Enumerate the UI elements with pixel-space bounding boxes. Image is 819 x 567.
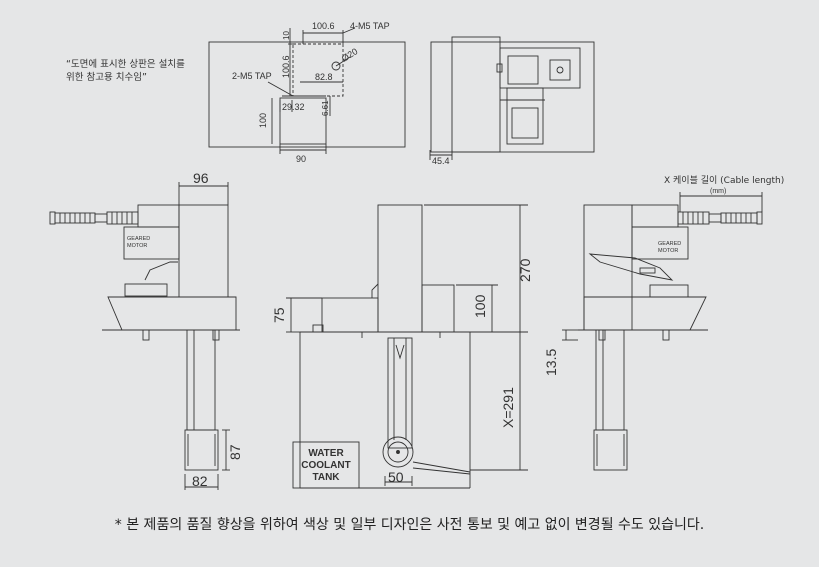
- top-view-drawing: [429, 36, 595, 160]
- dim-270: 270: [517, 258, 533, 282]
- cable-unit-label: (mm): [710, 188, 726, 195]
- dim-100-6-top: 100.6: [312, 21, 335, 31]
- dim-75: 75: [271, 307, 287, 323]
- left-motor-top: [137, 204, 180, 228]
- dim-phi20: Ø20: [340, 46, 360, 63]
- left-motor-label-2: MOTOR: [127, 243, 147, 249]
- dim-82-8: 82.8: [315, 72, 333, 82]
- left-side-view: [49, 182, 240, 490]
- center-cutout: [279, 97, 327, 145]
- dim-82: 82: [192, 473, 208, 489]
- dim-x-291: X=291: [500, 387, 516, 428]
- cable-length-label: X 케이블 길이 (Cable length): [664, 175, 784, 186]
- tank-label-2: COOLANT: [301, 460, 350, 471]
- left-column: [186, 329, 216, 431]
- tap-2m5-label: 2-M5 TAP: [232, 71, 272, 81]
- dim-90: 90: [296, 154, 306, 164]
- grinding-wheel: [382, 436, 414, 468]
- dim-100-6-side: 100.6: [281, 55, 291, 78]
- tap-4m5-label: 4-M5 TAP: [350, 21, 390, 31]
- tank-label-3: TANK: [312, 472, 340, 483]
- top-view-motor: [499, 47, 581, 89]
- dim-96: 96: [193, 170, 209, 186]
- front-body: [377, 204, 423, 333]
- phi20-hole: [331, 61, 341, 71]
- dim-100-front: 100: [472, 294, 488, 318]
- front-column: [387, 337, 413, 449]
- tank-label-1: WATER: [308, 448, 344, 459]
- left-motor-label-1: GEARED: [127, 236, 150, 242]
- dim-87: 87: [227, 444, 243, 460]
- left-base-plate: [107, 296, 237, 331]
- dim-6-61: 6.61: [321, 100, 330, 116]
- right-geared-motor: [631, 226, 689, 260]
- dim-13-5: 13.5: [543, 349, 559, 376]
- note-line-2: 위한 참고용 치수임”: [66, 72, 147, 83]
- left-body: [178, 204, 229, 298]
- right-body: [583, 204, 633, 331]
- dim-29-32: 29.32: [282, 102, 305, 112]
- dim-100-plate: 100: [258, 113, 268, 128]
- left-bracket: [184, 429, 219, 471]
- dim-10: 10: [282, 31, 291, 40]
- coolant-tank-box: [292, 441, 360, 489]
- plate-outline: [208, 41, 406, 148]
- right-motor-label-2: MOTOR: [658, 248, 678, 254]
- installation-note: “도면에 표시한 상판은 설치를 위한 참고용 치수임”: [66, 58, 185, 84]
- front-view: [286, 204, 528, 489]
- right-motor-label-1: GEARED: [658, 241, 681, 247]
- dim-45-4: 45.4: [432, 156, 450, 166]
- top-plate-drawing: [208, 27, 406, 154]
- left-geared-motor: [123, 226, 180, 260]
- right-side-view: [562, 192, 763, 471]
- footnote: * 본 제품의 품질 향상을 위하여 색상 및 일부 디자인은 사전 통보 및 …: [114, 517, 705, 533]
- top-view-plate: [430, 41, 595, 153]
- note-line-1: “도면에 표시한 상판은 설치를: [66, 59, 185, 70]
- dim-50: 50: [388, 469, 404, 485]
- top-view-body: [451, 36, 501, 153]
